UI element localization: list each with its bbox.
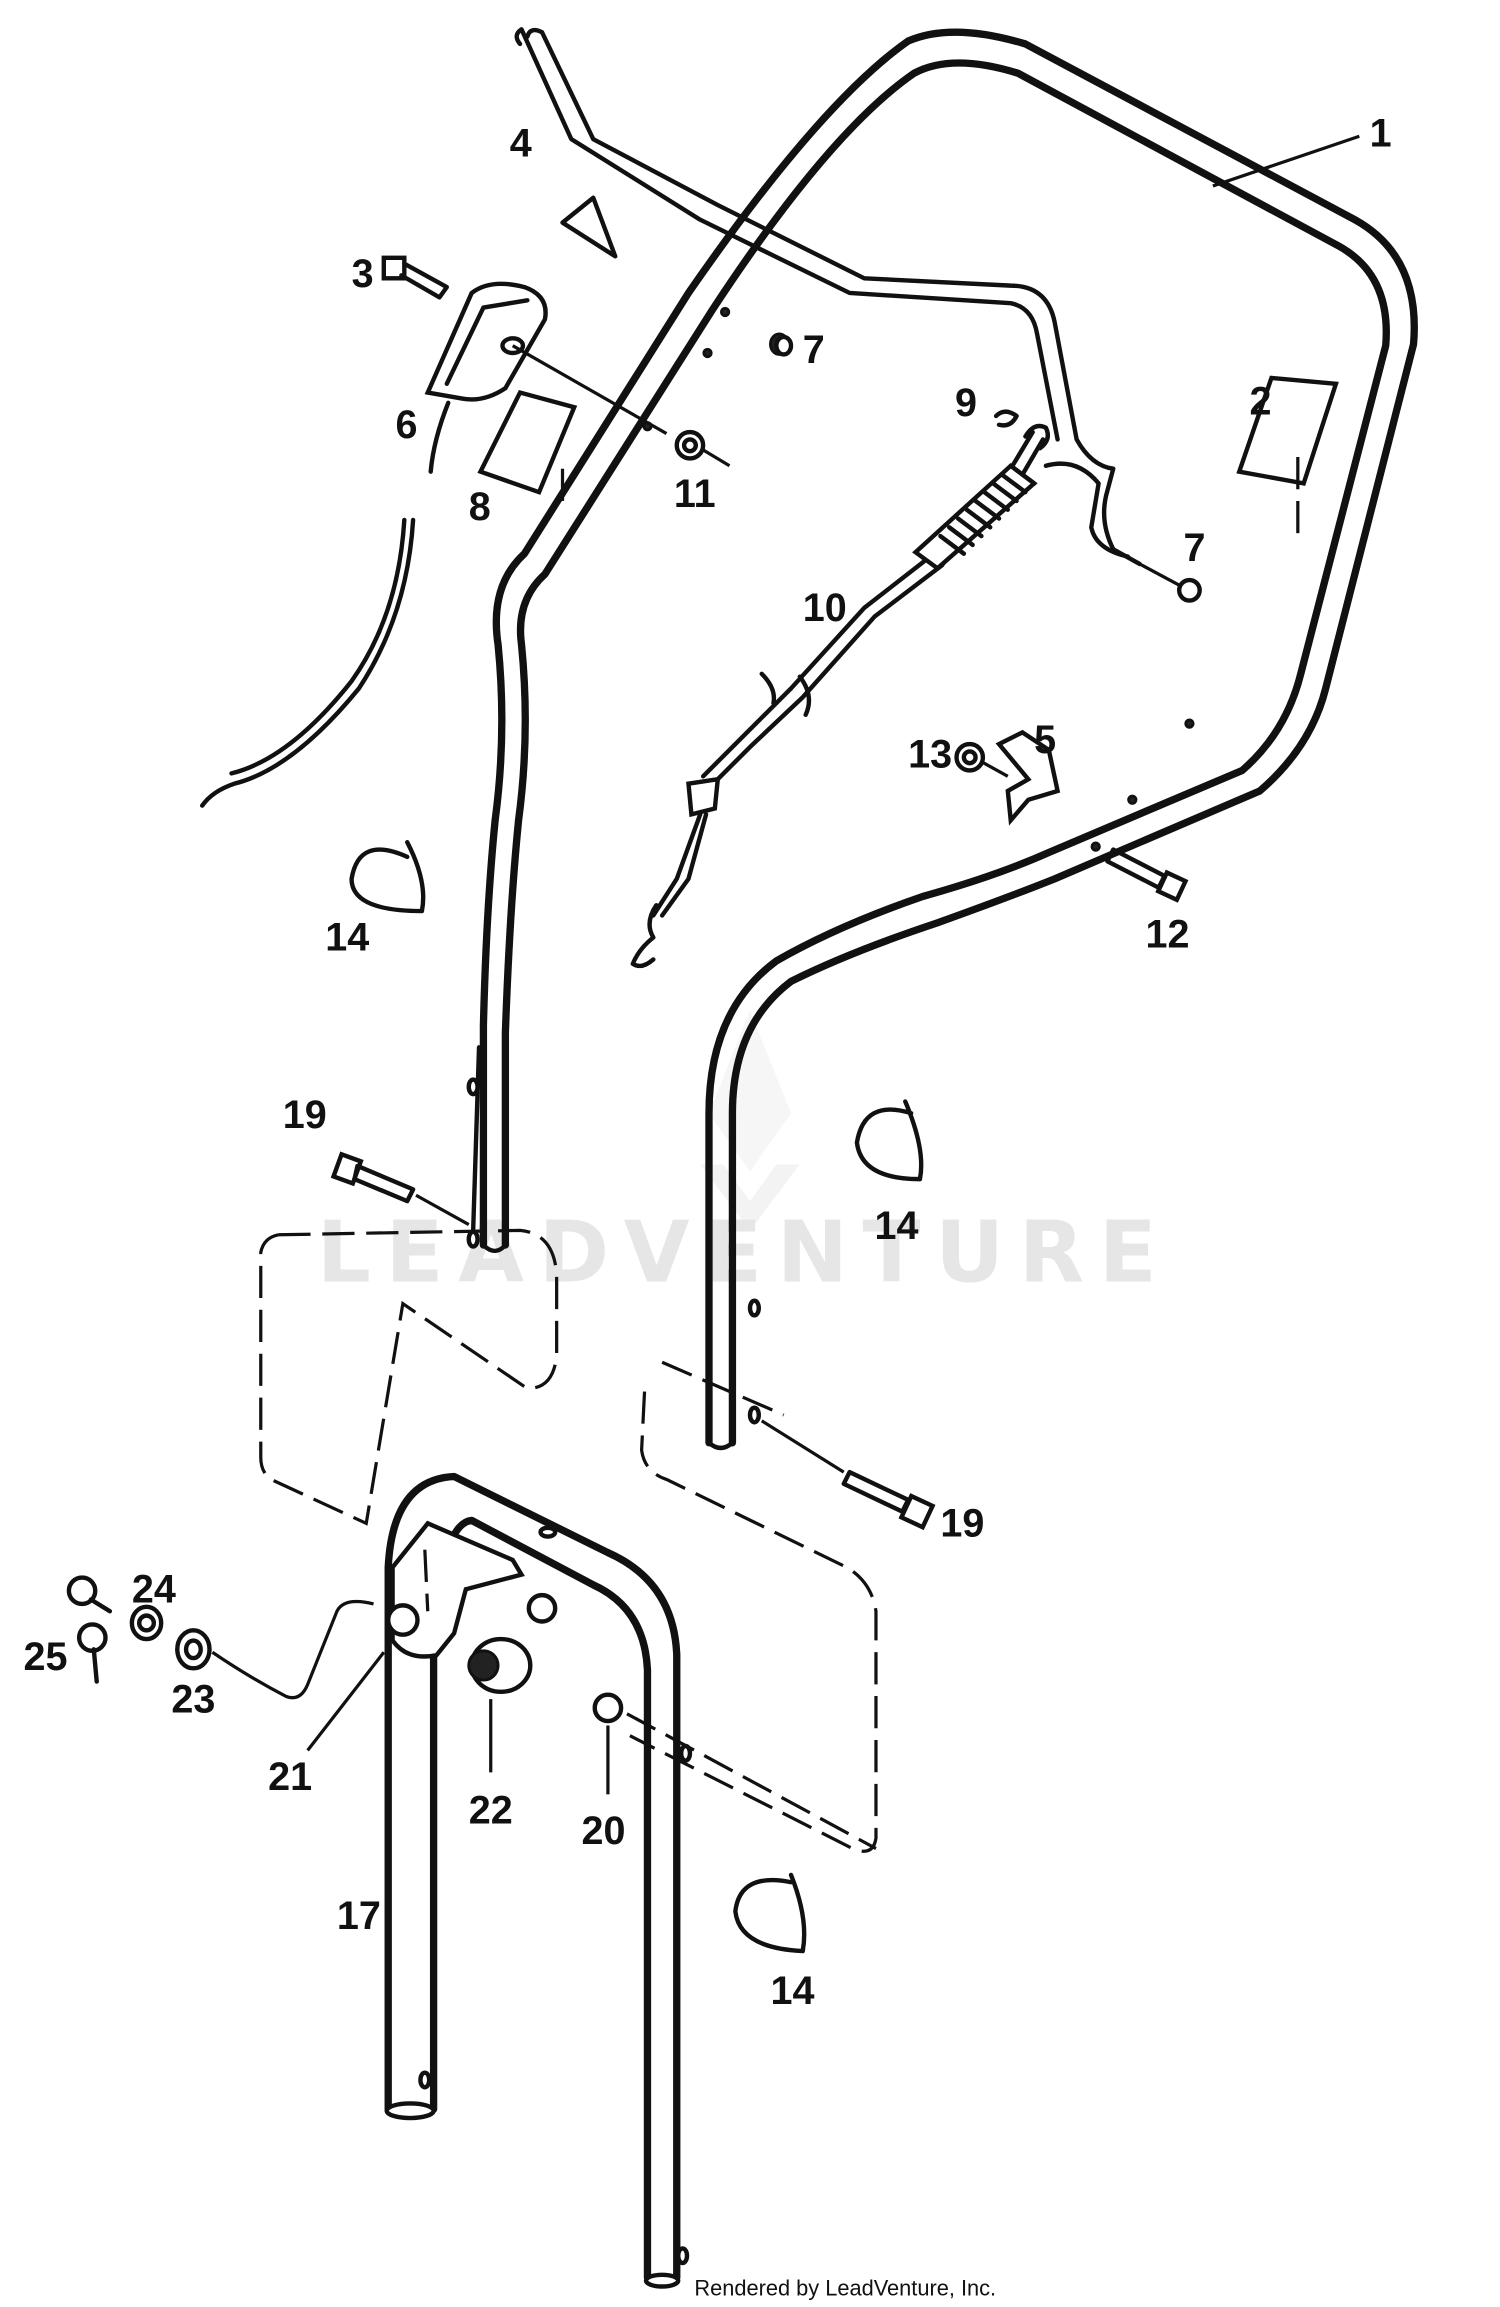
callout-10: 10 xyxy=(803,586,847,630)
nut-7-right xyxy=(1138,562,1202,603)
callout-11: 11 xyxy=(674,472,716,516)
nut-11 xyxy=(674,429,706,461)
nut-20 xyxy=(592,1692,877,1850)
callout-1: 1 xyxy=(1370,111,1392,155)
callout-20: 20 xyxy=(582,1809,626,1853)
callout-24: 24 xyxy=(132,1567,176,1611)
upper-handle xyxy=(466,28,1418,1451)
throttle-control xyxy=(199,281,548,808)
clip-9 xyxy=(993,409,1019,428)
callout-22: 22 xyxy=(469,1789,513,1833)
callout-13: 13 xyxy=(908,733,952,777)
bolt-3 xyxy=(381,255,449,300)
callout-7-upper: 7 xyxy=(803,328,825,372)
bolt-12 xyxy=(1105,847,1189,903)
callout-8: 8 xyxy=(469,485,491,529)
footer-credit: Rendered by LeadVenture, Inc. xyxy=(694,2275,996,2300)
dash-area-right xyxy=(629,1360,878,1853)
watermark-text: LEADVENTURE xyxy=(317,1204,1172,1303)
callout-4: 4 xyxy=(510,122,532,166)
callout-12: 12 xyxy=(1145,913,1189,957)
callout-21: 21 xyxy=(268,1755,312,1799)
nut-24 xyxy=(129,1604,164,1642)
callout-17: 17 xyxy=(337,1894,381,1938)
callout-14-b: 14 xyxy=(875,1204,919,1248)
nut-7-upper xyxy=(769,332,794,357)
callout-25: 25 xyxy=(23,1635,67,1679)
spring-clip-14-c xyxy=(733,1872,807,1954)
nut-bracket xyxy=(526,1592,558,1624)
bolt-19-upper xyxy=(330,1151,470,1226)
bolt-19-lower xyxy=(760,1419,936,1531)
callout-14-a: 14 xyxy=(325,916,369,960)
callout-3: 3 xyxy=(352,252,374,296)
decal-2 xyxy=(1236,375,1339,540)
spring-clip-14-a xyxy=(349,840,426,914)
brake-cable xyxy=(630,423,1051,969)
spring-clip-14-b xyxy=(854,1099,924,1182)
key-bracket-21 xyxy=(386,1520,525,1659)
callout-19-upper: 19 xyxy=(283,1093,327,1137)
decal-8 xyxy=(477,389,578,506)
callout-9: 9 xyxy=(955,381,977,425)
lock-washer-23 xyxy=(175,1599,374,1700)
leader-1 xyxy=(1212,134,1360,188)
callout-19-lower: 19 xyxy=(940,1502,984,1546)
callout-5: 5 xyxy=(1034,718,1056,762)
dash-area-left xyxy=(259,1228,559,1526)
ignition-switch-22 xyxy=(467,1636,533,1773)
control-bail-rod xyxy=(514,27,1142,567)
callout-7-right: 7 xyxy=(1184,526,1206,570)
keys-25 xyxy=(66,1575,113,1684)
callout-23: 23 xyxy=(171,1677,215,1721)
callout-6: 6 xyxy=(396,403,418,447)
callout-2: 2 xyxy=(1249,380,1271,424)
callout-14-c: 14 xyxy=(771,1969,815,2013)
nut-13 xyxy=(954,741,1009,778)
bracket-5 xyxy=(995,729,1061,826)
